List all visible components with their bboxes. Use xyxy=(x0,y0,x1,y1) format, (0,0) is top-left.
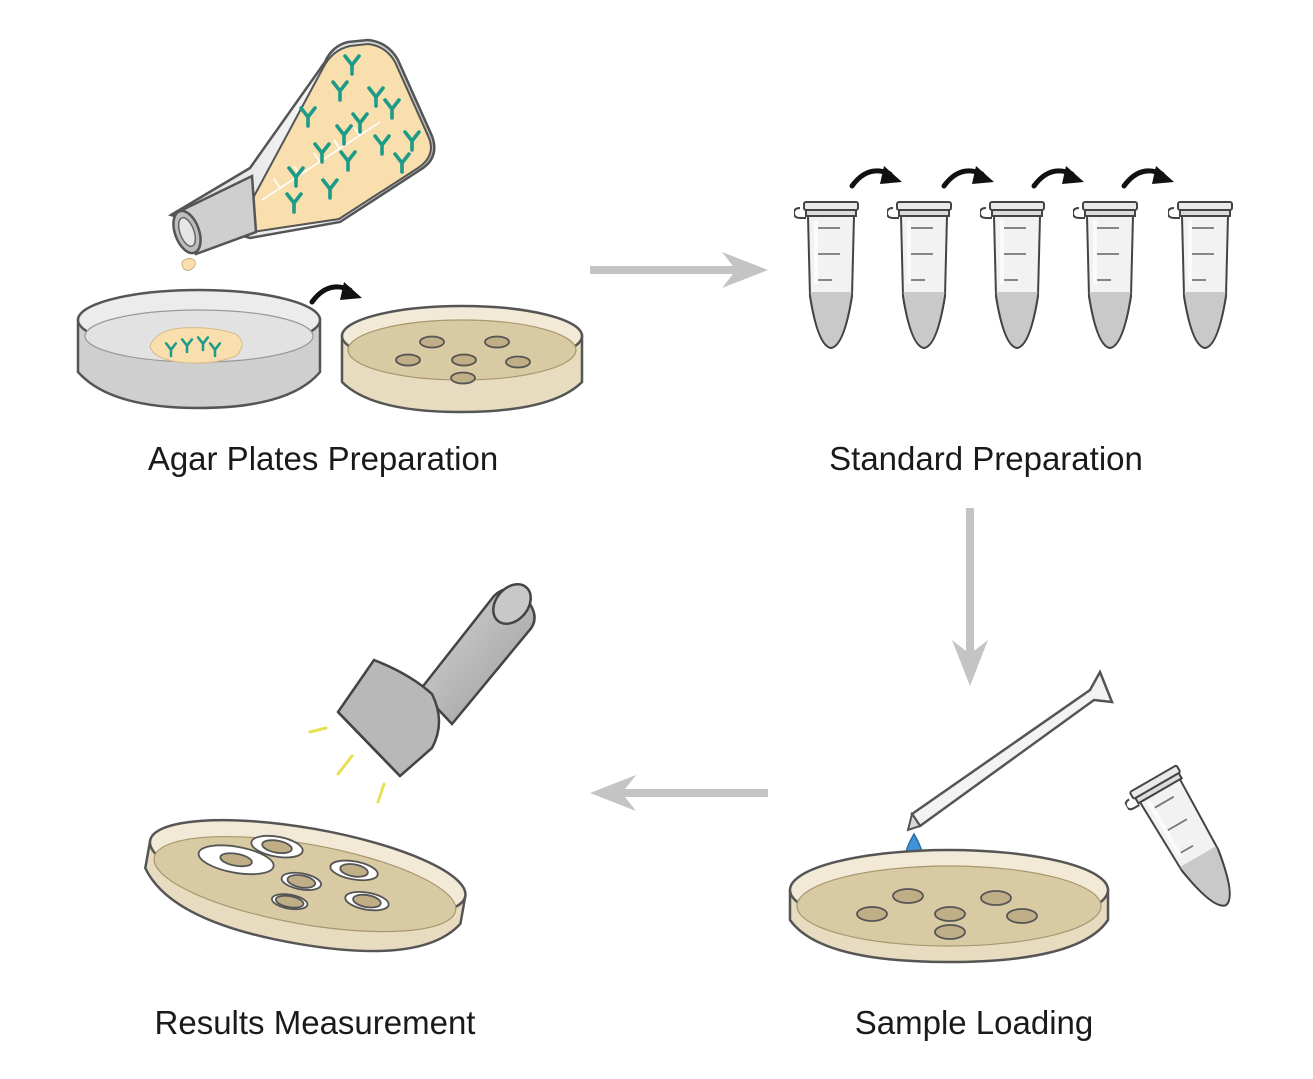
standard-preparation-illustration xyxy=(794,166,1233,349)
microtube-icon xyxy=(980,201,1045,349)
curved-arrow-icon xyxy=(1034,166,1084,186)
petri-dish-icon xyxy=(788,848,1110,964)
microtube-icon xyxy=(887,201,952,349)
flow-arrow-left xyxy=(590,775,768,811)
flow-arrow-right xyxy=(590,252,768,288)
results-measurement-illustration xyxy=(143,583,536,953)
petri-dish-icon xyxy=(143,818,467,953)
curved-arrow-icon xyxy=(852,166,902,186)
curved-arrow-icon xyxy=(1124,166,1174,186)
step-label-standard-preparation: Standard Preparation xyxy=(829,440,1143,477)
microtube-icon xyxy=(1120,764,1251,925)
microtube-icon xyxy=(1073,201,1138,349)
microtube-icon xyxy=(794,201,859,349)
light-rays xyxy=(308,726,386,804)
microtube-icon xyxy=(1168,201,1233,349)
pipette-icon xyxy=(906,669,1114,832)
petri-dish-icon xyxy=(340,304,584,414)
flashlight-icon xyxy=(336,583,536,778)
sample-loading-illustration xyxy=(788,669,1251,964)
step-label-agar-plates-preparation: Agar Plates Preparation xyxy=(147,440,499,477)
flow-arrow-down xyxy=(952,508,988,686)
agar-plates-preparation-illustration xyxy=(76,38,584,414)
step-label-sample-loading: Sample Loading xyxy=(854,1004,1094,1041)
curved-arrow-icon xyxy=(944,166,994,186)
step-label-results-measurement: Results Measurement xyxy=(154,1004,476,1041)
flask-icon xyxy=(167,38,436,256)
petri-dish-icon xyxy=(76,288,322,410)
curved-arrow-icon xyxy=(312,282,362,302)
